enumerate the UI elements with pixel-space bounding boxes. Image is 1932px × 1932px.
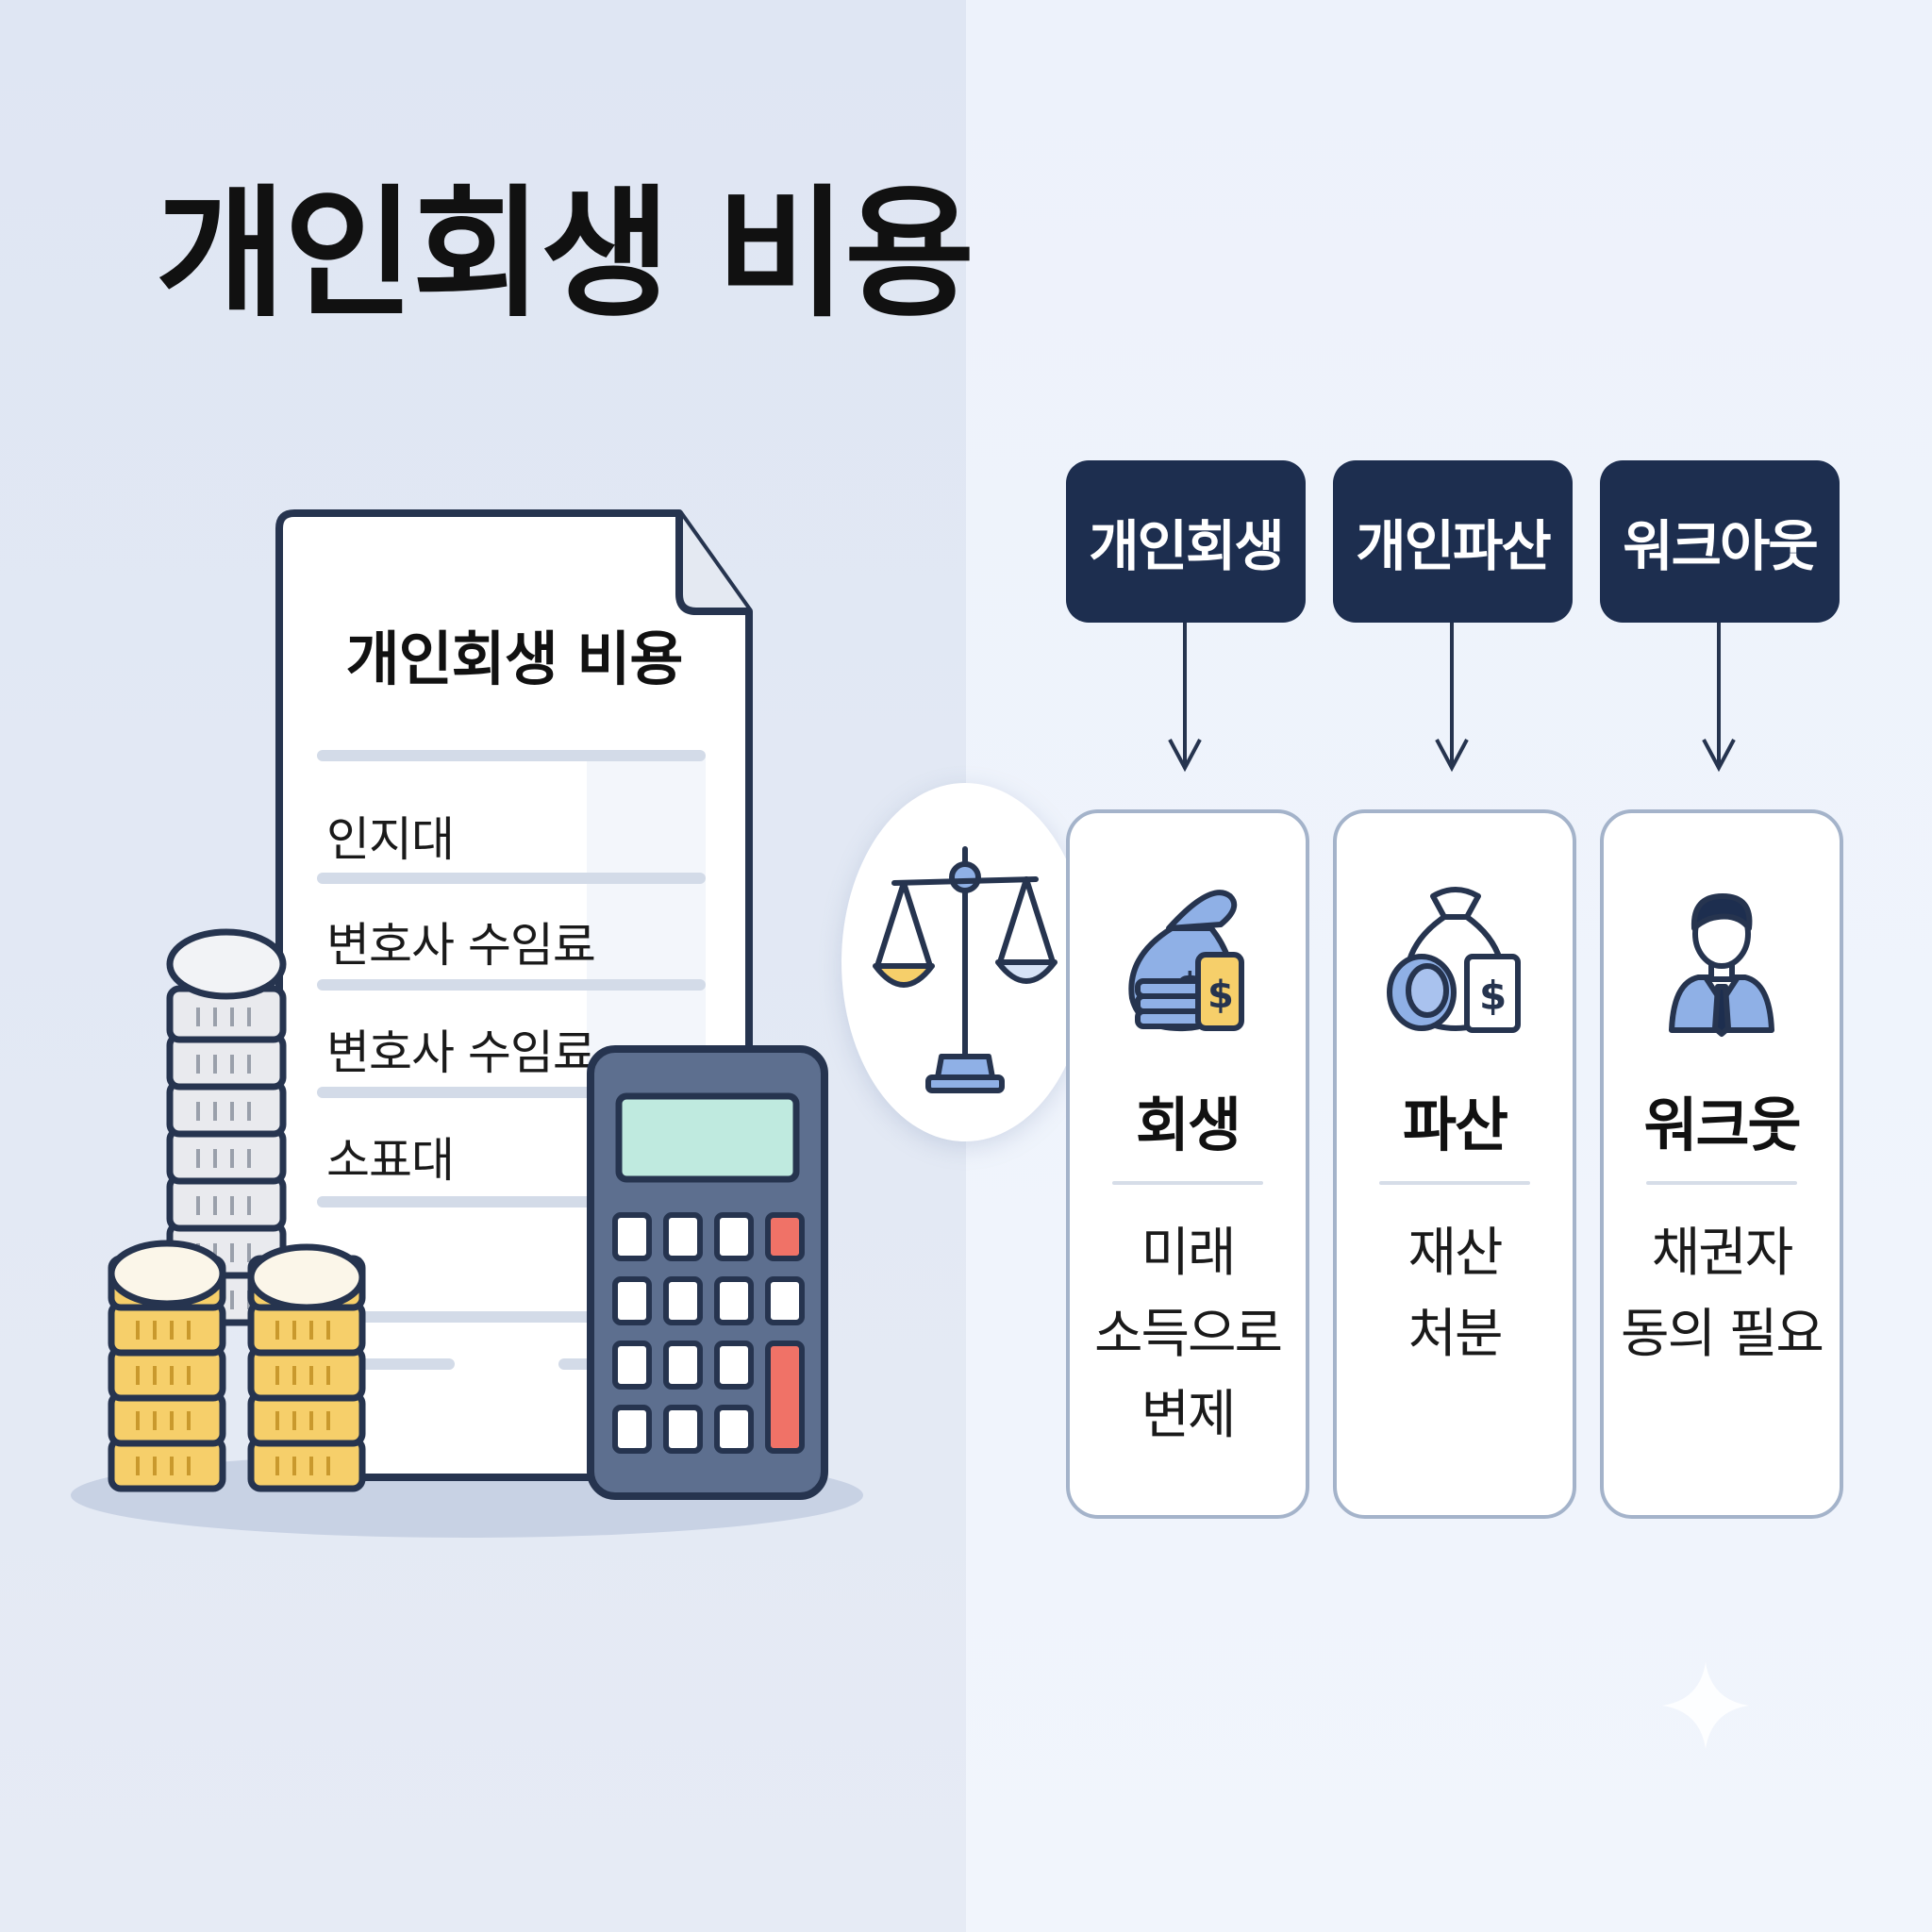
calculator-icon <box>587 1045 828 1500</box>
card-description-line: 미래 <box>1141 1223 1236 1284</box>
card-title: 워크웃 <box>1643 1091 1801 1159</box>
document-divider <box>317 873 706 884</box>
card-description-line: 동의 필요 <box>1621 1304 1824 1365</box>
coin-stacks-icon <box>108 928 366 1509</box>
card-title: 파산 <box>1402 1091 1508 1159</box>
svg-text:$: $ <box>1208 974 1234 1017</box>
money-bag-icon: $ $ <box>1128 890 1244 1032</box>
money-bag-coin-icon: $ <box>1387 887 1521 1033</box>
card-title: 회생 <box>1135 1091 1241 1159</box>
document-item: 인지대 <box>326 812 455 867</box>
card-rehabilitation: $ $ 회생 미래 소득으로 변제 <box>1066 809 1309 1519</box>
arrow-down-icon <box>1435 623 1469 773</box>
document-divider <box>351 1358 455 1370</box>
document-item: 변호사 수임료 <box>326 918 596 973</box>
scales-badge <box>841 783 1089 1141</box>
tag-personal-rehabilitation: 개인회생 <box>1066 460 1306 623</box>
tag-personal-bankruptcy: 개인파산 <box>1333 460 1573 623</box>
tag-workout: 워크아웃 <box>1600 460 1840 623</box>
card-description: 채권자 동의 필요 <box>1604 1213 1840 1375</box>
card-bankruptcy: $ 파산 재산 처분 <box>1333 809 1576 1519</box>
card-divider <box>1646 1181 1797 1185</box>
sparkle-icon <box>1662 1662 1749 1749</box>
card-description: 미래 소득으로 변제 <box>1070 1213 1306 1457</box>
card-workout: 워크웃 채권자 동의 필요 <box>1600 809 1843 1519</box>
arrow-down-icon <box>1702 623 1736 773</box>
businessman-icon <box>1669 893 1774 1037</box>
card-description: 재산 처분 <box>1337 1213 1573 1375</box>
scales-of-justice-icon <box>873 846 1058 1093</box>
card-description-line: 채권자 <box>1651 1223 1794 1284</box>
arrow-down-icon <box>1168 623 1202 773</box>
card-description-line: 재산 <box>1407 1223 1503 1284</box>
document-title: 개인회생 비용 <box>345 625 684 693</box>
document-item: 변호사 수임료 <box>326 1025 596 1080</box>
card-description-line: 소득으로 <box>1093 1304 1283 1365</box>
card-description-line: 처분 <box>1407 1304 1503 1365</box>
card-divider <box>1379 1181 1530 1185</box>
document-divider <box>317 750 706 761</box>
document-item: 소표대 <box>326 1133 455 1188</box>
svg-text:$: $ <box>1479 973 1507 1019</box>
document-divider <box>317 979 706 991</box>
card-divider <box>1112 1181 1263 1185</box>
card-description-line: 변제 <box>1141 1385 1236 1446</box>
main-title: 개인회생 비용 <box>156 173 974 337</box>
